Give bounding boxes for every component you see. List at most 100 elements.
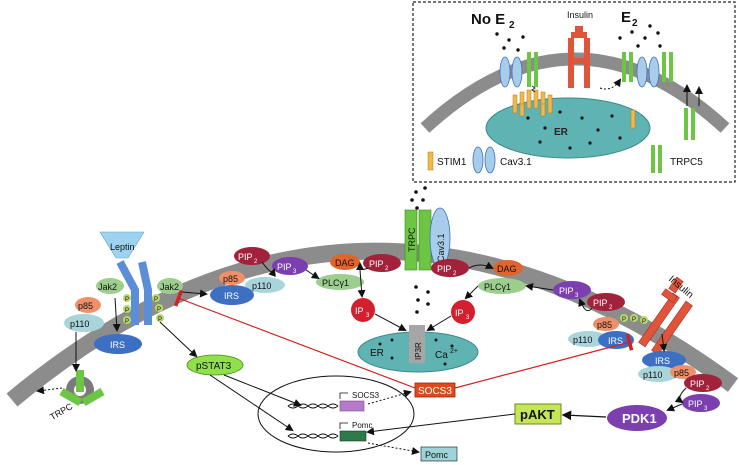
inset-trpc5-left-a — [527, 52, 531, 87]
inset-trpc5-right-a — [622, 52, 626, 82]
phospho-right-label-a: P — [154, 297, 158, 303]
inhibition-socs3-leptin — [173, 289, 416, 389]
pip3b-right-label: PIP — [688, 399, 703, 409]
ip3-right-label: IP — [455, 308, 464, 318]
pip2-right-label: PIP — [593, 298, 608, 308]
arrow-ip3-ip3r-right — [426, 315, 452, 332]
pip3b-right — [682, 394, 720, 412]
inset-trpc5-right-b — [629, 52, 633, 82]
phospho-right-label-b: P — [157, 307, 161, 313]
insulin-receptor — [638, 276, 693, 356]
p85b-right — [670, 365, 696, 379]
ip3-right-sub: 3 — [466, 315, 470, 321]
inset-panel: ER No E 2 E 2 Insulin — [412, 1, 736, 183]
legend-trpc5-swatch-b — [658, 145, 662, 173]
pip3-top-left-sub: 3 — [293, 269, 297, 275]
plc-top-right-label: PLCγ1 — [484, 282, 511, 292]
dag-top-right-label: DAG — [497, 264, 517, 274]
jak2-right-label: Jak2 — [160, 282, 179, 292]
pip2b-right-sub: 2 — [706, 386, 710, 392]
pip2b-right-label: PIP — [690, 379, 705, 389]
phospho-insulin-label-b: P — [632, 317, 636, 323]
pip2-right-sub: 2 — [609, 305, 613, 311]
legend-cav31-swatch-b — [484, 146, 496, 174]
leptin-receptor: Leptin — [99, 231, 152, 325]
pip2-top-right-label: PIP — [437, 264, 452, 274]
legend-trpc5-swatch-a — [651, 145, 655, 173]
p85b-right-label: p85 — [674, 368, 689, 378]
pip3-right-sub: 3 — [575, 293, 579, 299]
pomc-gene-label: Pomc — [352, 421, 372, 430]
arrow-plc-ip3-right — [464, 285, 479, 300]
inset-trpc5-right-d — [669, 52, 673, 82]
legend-stim1-swatch — [427, 151, 434, 171]
inset-trpc5-vesicle-a — [684, 108, 688, 140]
arrow-socs3-dna-out — [367, 389, 412, 405]
inset-cav31-right-b — [648, 56, 660, 88]
arrow-pip2-pip3-right — [578, 298, 593, 312]
cell-membrane — [6, 242, 739, 407]
irs2-right-label: IRS — [655, 356, 670, 366]
pstat3-label: pSTAT3 — [196, 361, 232, 372]
er-calcium-superscript: 2+ — [450, 348, 458, 355]
arrow-pip3-plc — [305, 269, 320, 280]
p110-left — [64, 314, 104, 332]
p110b-right — [638, 366, 678, 382]
p85-left — [75, 297, 101, 313]
inset-stim1-single — [630, 109, 636, 129]
pakt-label: pAKT — [520, 407, 555, 422]
pip3-right — [553, 281, 591, 299]
inset-extracellular-calcium-dots — [495, 24, 662, 52]
irs-top-left-label: IRS — [224, 291, 239, 301]
ip3r-label: IP3R — [414, 342, 423, 360]
p110-right — [568, 331, 608, 347]
irs-top-left — [210, 285, 254, 305]
irs-right-label: IRS — [608, 336, 623, 346]
p85-top-left — [219, 271, 245, 285]
er-calcium-dots — [378, 338, 454, 366]
inset-er — [485, 97, 651, 159]
arrow-jak2-pstat3 — [159, 321, 198, 358]
p85-right-label: p85 — [597, 320, 612, 330]
arrow-pstat3-socs3 — [223, 374, 302, 407]
socs3-box — [414, 382, 456, 398]
legend-trpc5-label: TRPC5 — [670, 157, 703, 168]
phospho-right-label-c: P — [158, 317, 162, 323]
arrow-pip2-pip3-lower — [674, 387, 687, 404]
dag-top-left-label: DAG — [335, 258, 355, 268]
inset-er-label: ER — [554, 127, 569, 138]
pip2b-top-left-sub: 2 — [385, 266, 389, 272]
top-trpc-label: TRPC — [407, 227, 417, 252]
ip3-left-sub: 3 — [366, 313, 370, 319]
inset-insulin-receptor — [568, 26, 590, 88]
socs3-dna — [287, 392, 365, 412]
arrow-ip3-ip3r-left — [374, 313, 407, 331]
inset-e2-label: E — [621, 9, 631, 26]
pomc-dna — [287, 422, 367, 442]
inset-trpc5-right-c — [662, 52, 666, 82]
legend-cav31-label: Cav3.1 — [500, 157, 532, 168]
arrow-pip3-pdk1 — [666, 403, 683, 412]
pip2b-top-left — [363, 254, 401, 272]
main-er-label: ER — [370, 348, 384, 359]
p85-right — [593, 317, 619, 331]
irs-right — [598, 331, 634, 349]
ip3-left — [351, 298, 375, 322]
arrow-pakt-pomc — [366, 413, 516, 436]
inset-no-e2-label: No E — [471, 11, 505, 28]
inset-translocation-arrow — [599, 78, 622, 90]
er-calcium-label: Ca — [435, 350, 448, 361]
ip3-right — [451, 300, 475, 324]
legend-cav31-swatch-a — [472, 146, 484, 174]
pip2-top-left-sub: 2 — [254, 259, 258, 265]
p85-left-label: p85 — [78, 301, 93, 311]
pip2-right — [587, 293, 625, 311]
nucleus — [257, 375, 415, 453]
pip3-right-label: PIP — [559, 286, 574, 296]
p110-left-label: p110 — [70, 319, 89, 329]
p85-top-left-label: p85 — [223, 274, 238, 284]
irs-left — [94, 334, 142, 354]
jak2-left-label: Jak2 — [98, 282, 117, 292]
pomc-box-label: Pomc — [425, 450, 449, 460]
pip2b-top-left-label: PIP — [369, 259, 384, 269]
